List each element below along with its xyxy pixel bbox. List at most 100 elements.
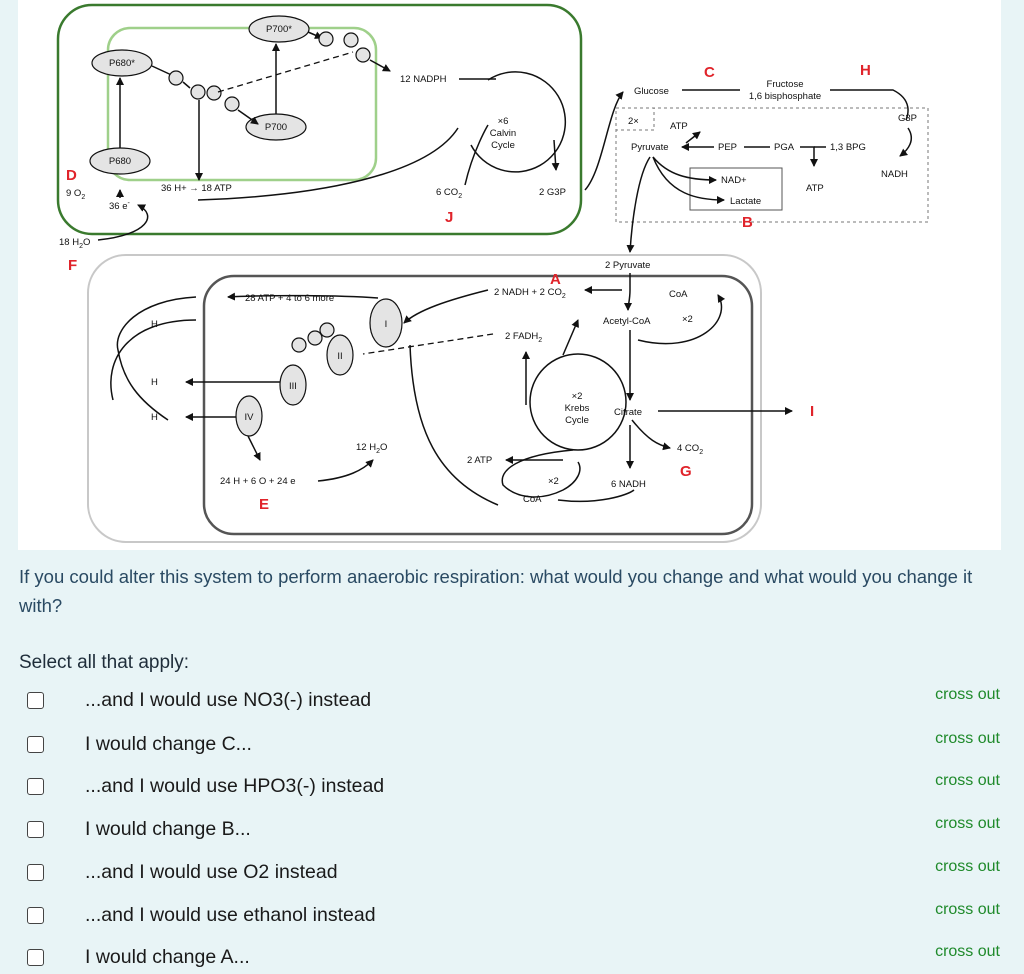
fructose-to-g3p	[830, 89, 909, 121]
option-row[interactable]: ...and I would use ethanol instead cross…	[0, 901, 1024, 931]
cross-out-link[interactable]: cross out	[935, 686, 1000, 703]
p700-label: P700	[265, 122, 287, 133]
h2o12-label: 12 H2O	[356, 442, 387, 455]
carrier-link-1	[182, 81, 191, 89]
option-row[interactable]: I would change A... cross out	[0, 943, 1024, 973]
quinone-1	[291, 337, 307, 353]
acetylcoa-label: Acetyl-CoA	[603, 316, 651, 327]
co2-label: 6 CO2	[436, 187, 462, 200]
option-label: I would change B...	[85, 818, 251, 840]
krebs-circle	[529, 353, 627, 451]
fadh-to-ii	[362, 333, 494, 355]
option-checkbox[interactable]	[27, 778, 44, 795]
g3p2-label: 2 G3P	[539, 187, 566, 198]
metabolism-diagram-svg: P700* P680* P700 P680 12 NADPH ×6 Calvin…	[56, 3, 929, 543]
cross-out-link[interactable]: cross out	[935, 815, 1000, 832]
mitochondrion-inner	[202, 274, 754, 536]
option-checkbox[interactable]	[27, 821, 44, 838]
option-checkbox[interactable]	[27, 736, 44, 753]
carrier-7	[355, 47, 371, 63]
pga-label: PGA	[774, 142, 795, 153]
atp28-label: 28 ATP + 4 to 6 more	[245, 293, 334, 304]
krebs-loop	[501, 449, 581, 498]
h-return-2	[110, 319, 197, 401]
thylakoid-outline	[106, 26, 378, 182]
fructose-label-2: 1,6 bisphosphate	[749, 91, 821, 102]
pep-label: PEP	[718, 142, 737, 153]
chloroplast-outline	[56, 3, 583, 236]
nadh-to-i	[403, 289, 489, 324]
pga-bpg-line	[800, 146, 815, 160]
quinone-3	[319, 322, 335, 338]
h2o18-label: 18 H2O	[59, 237, 90, 250]
calvin-x6: ×6	[498, 116, 509, 127]
option-checkbox[interactable]	[27, 949, 44, 966]
krebs-label: Krebs	[565, 403, 590, 414]
atp-b-label: ATP	[806, 183, 824, 194]
to-water-arrow	[317, 459, 374, 482]
option-row[interactable]: ...and I would use O2 instead cross out	[0, 858, 1024, 888]
letter-i: I	[810, 403, 814, 420]
pathway-diagram: P700* P680* P700 P680 12 NADPH ×6 Calvin…	[18, 0, 1001, 550]
p700star-label: P700*	[266, 24, 292, 35]
pyruvate-down	[626, 156, 651, 253]
option-label: ...and I would use NO3(-) instead	[85, 689, 372, 711]
calvin-circle	[470, 71, 567, 173]
g3p-to-nadh	[899, 127, 912, 157]
etc-in-label: 24 H + 6 O + 24 e	[220, 476, 296, 487]
twox-box	[615, 107, 655, 131]
complex-iii-label: III	[289, 381, 297, 392]
option-checkbox[interactable]	[27, 692, 44, 709]
carrier-2	[190, 84, 206, 100]
pyruvate2-arrow	[624, 273, 633, 311]
x2-label-b: ×2	[548, 476, 559, 487]
complex-ii	[326, 334, 354, 376]
option-checkbox[interactable]	[27, 864, 44, 881]
complex-iv-label: IV	[245, 412, 255, 423]
question-text: If you could alter this system to perfor…	[19, 566, 973, 616]
cross-out-link[interactable]: cross out	[935, 901, 1000, 918]
p680star-node	[91, 49, 153, 77]
letter-f: F	[68, 257, 77, 274]
carrier-1	[168, 70, 184, 86]
fructose-label-1: Fructose	[767, 79, 804, 90]
coa-label-1: CoA	[669, 289, 688, 300]
coa-recycle	[637, 294, 726, 345]
carrier-5	[318, 31, 334, 47]
atp36-label: 36 H+ → 18 ATP	[161, 183, 232, 194]
option-row[interactable]: I would change B... cross out	[0, 815, 1024, 845]
atp28-arrow	[227, 292, 379, 301]
option-row[interactable]: I would change C... cross out	[0, 730, 1024, 760]
nadph-arrow	[369, 59, 391, 72]
option-row[interactable]: ...and I would use HPO3(-) instead cross…	[0, 772, 1024, 802]
complex-i-label: I	[385, 319, 388, 330]
twox-label: 2×	[628, 116, 639, 127]
krebs-x2: ×2	[572, 391, 583, 402]
calvin-label: Calvin	[490, 128, 516, 139]
e36-label: 36 e-	[109, 200, 131, 212]
krebs-cycle-label: Cycle	[565, 415, 589, 426]
cross-out-link[interactable]: cross out	[935, 772, 1000, 789]
carrier-arrow-2	[237, 109, 259, 125]
glucose-label: Glucose	[634, 86, 669, 97]
atp-to-calvin	[197, 127, 459, 201]
carrier-3	[206, 85, 222, 101]
h-label-3: H	[151, 412, 158, 423]
cyclic-dashed	[217, 51, 354, 93]
option-label: I would change A...	[85, 946, 250, 968]
pyruvate-label: Pyruvate	[631, 142, 669, 153]
cross-out-link[interactable]: cross out	[935, 858, 1000, 875]
complex-i	[369, 298, 403, 348]
co2-out-arrow	[631, 419, 671, 451]
cross-out-link[interactable]: cross out	[935, 943, 1000, 960]
g3p-label: G3P	[898, 113, 917, 124]
cross-out-link[interactable]: cross out	[935, 730, 1000, 747]
lactate-box	[689, 167, 783, 211]
complex-ii-label: II	[337, 351, 342, 362]
cycle-label: Cycle	[491, 140, 515, 151]
option-row[interactable]: ...and I would use NO3(-) instead cross …	[0, 686, 1024, 716]
pyruvate-to-nad	[652, 156, 717, 184]
option-checkbox[interactable]	[27, 907, 44, 924]
letter-e: E	[259, 496, 269, 513]
nadh6-label: 6 NADH	[611, 479, 646, 490]
